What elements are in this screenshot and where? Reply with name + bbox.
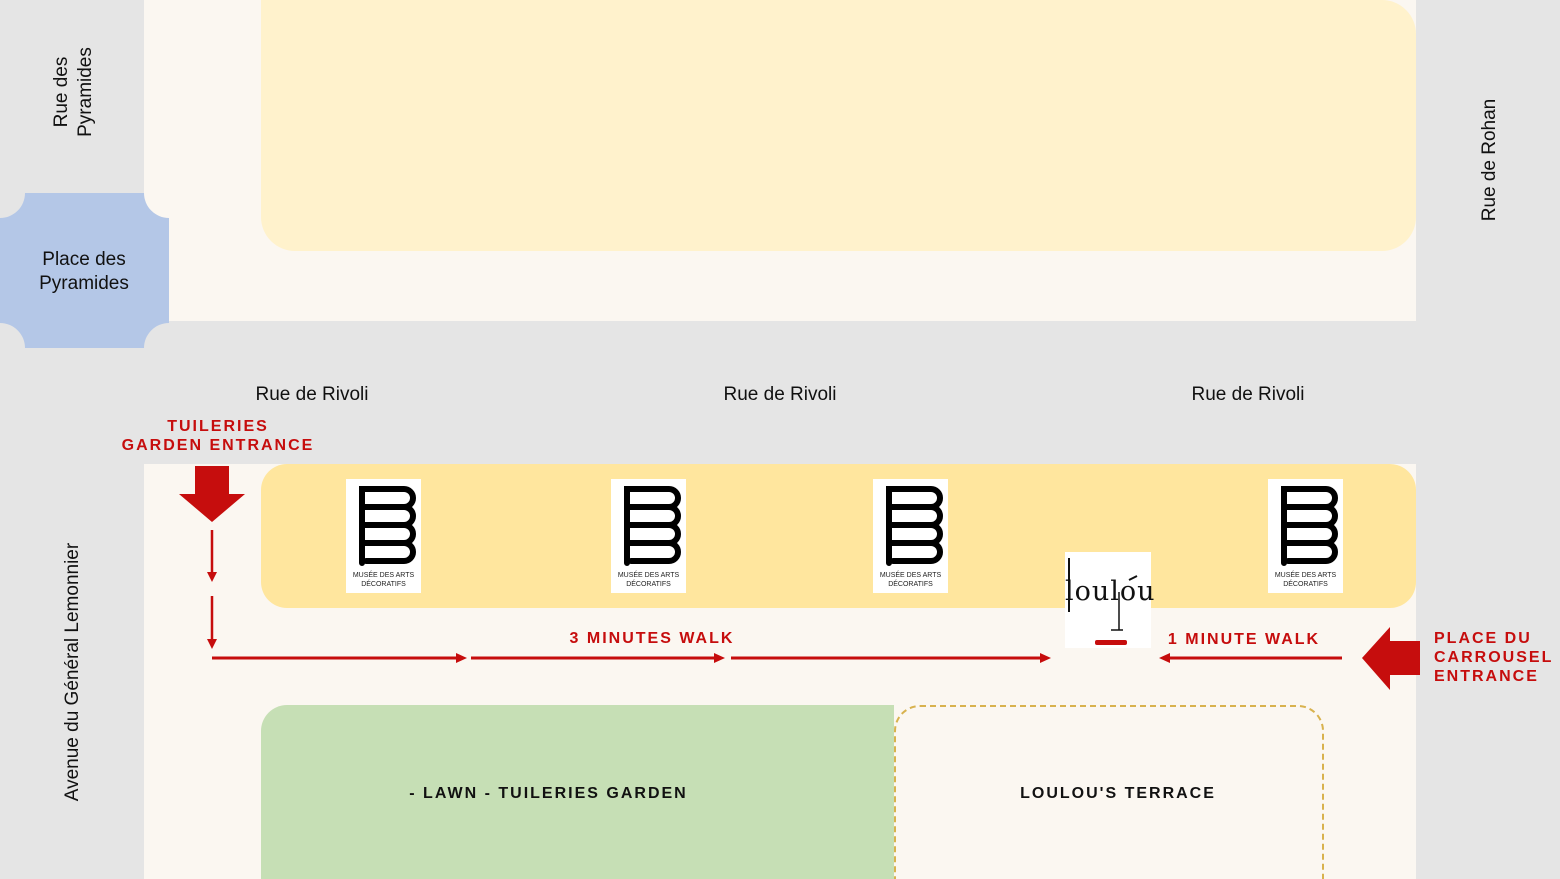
tuileries-entrance-arrow: [179, 466, 245, 522]
museum-building-north: [261, 0, 1416, 251]
tuileries-lawn: - LAWN - TUILERIES GARDEN: [261, 705, 894, 879]
mad-logo-mark: [886, 486, 943, 566]
loulou-face-icon: [1068, 558, 1138, 645]
route-arrowhead-4: [1159, 653, 1170, 663]
terrace-label: LOULOU'S TERRACE: [1020, 785, 1216, 802]
carrousel-entrance-arrow: [1362, 627, 1420, 690]
rue-de-rivoli-label-3: Rue de Rivoli: [1191, 384, 1305, 405]
place-des-pyramides[interactable]: [0, 193, 170, 348]
carrousel-entrance-label: PLACE DU CARROUSEL ENTRANCE: [1434, 630, 1554, 685]
loulou-wordmark: loulou: [1065, 576, 1156, 607]
tuileries-entrance-label: TUILERIES GARDEN ENTRANCE: [121, 418, 315, 454]
lawn-label: - LAWN - TUILERIES GARDEN: [409, 785, 688, 802]
rue-de-rivoli-label-2: Rue de Rivoli: [723, 384, 837, 405]
route-arrowhead-down-1: [207, 572, 217, 582]
one-minute-walk-label: 1 MINUTE WALK: [1167, 631, 1321, 648]
rue-de-rivoli-label-1: Rue de Rivoli: [255, 384, 369, 405]
mad-logo-mark: [359, 486, 416, 566]
place-des-pyramides-label: Place des Pyramides: [39, 249, 129, 294]
route-arrowhead-down-2: [207, 639, 217, 649]
route-arrowhead-3: [1040, 653, 1051, 663]
loulou-terrace: LOULOU'S TERRACE: [894, 705, 1324, 879]
route-arrowhead-2: [714, 653, 725, 663]
route-arrowhead-1: [456, 653, 467, 663]
mad-logo-mark: [1281, 486, 1338, 566]
three-minutes-walk-label: 3 MINUTES WALK: [569, 630, 735, 647]
museum-building-rivoli: [261, 464, 1416, 608]
mad-logo-mark: [624, 486, 681, 566]
loulou-logo[interactable]: loulou: [1065, 552, 1156, 648]
